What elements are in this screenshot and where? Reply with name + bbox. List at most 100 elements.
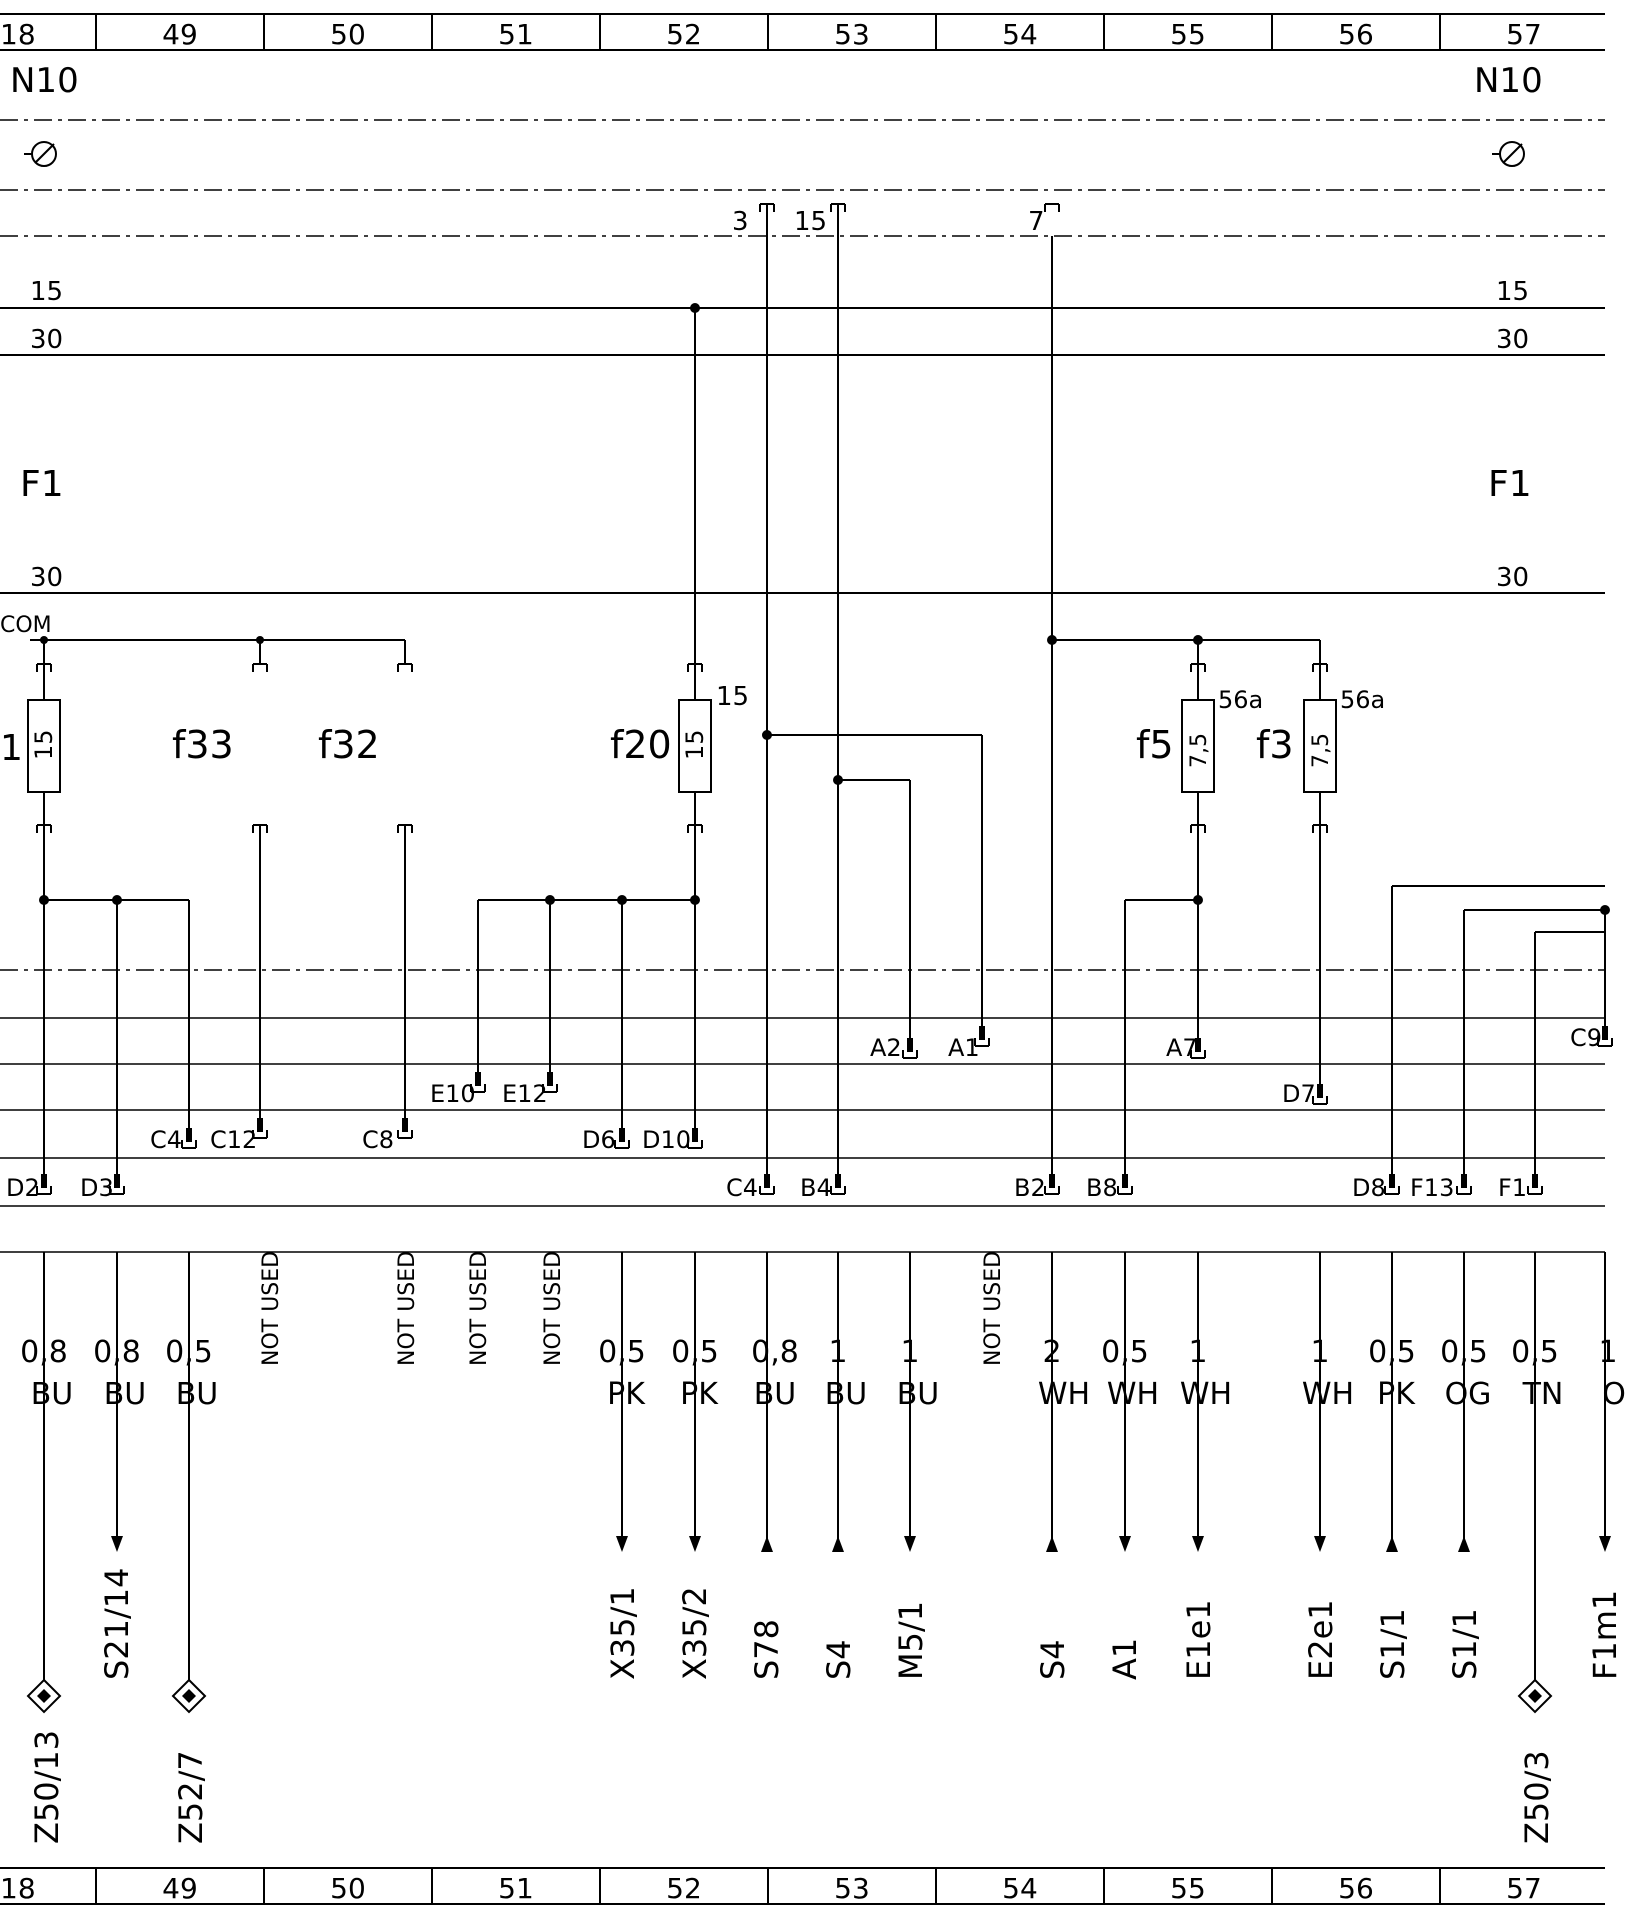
not-used-labels: NOT USED NOT USED NOT USED NOT USED NOT …	[259, 1251, 1006, 1366]
connector-label: B8	[1086, 1174, 1118, 1202]
connector-label: D10	[642, 1126, 691, 1154]
column-label: 53	[834, 18, 870, 51]
rail-label: F1	[1488, 464, 1532, 505]
column-label: 49	[162, 18, 198, 51]
destination-label: S4	[820, 1639, 858, 1680]
column-label: 56	[1338, 18, 1374, 51]
connector-label: C12	[210, 1126, 257, 1154]
destination-label: Z50/13	[28, 1730, 66, 1844]
connector-label: A2	[870, 1034, 902, 1062]
module-label: N10	[1474, 61, 1543, 101]
fuse-tag: 56a	[1340, 686, 1385, 714]
wire-size: 2	[1042, 1335, 1061, 1370]
wire-size: 1	[1188, 1335, 1207, 1370]
fuse-name: f3	[1256, 723, 1294, 767]
column-label: 56	[1338, 1872, 1374, 1905]
wire-color: BU	[754, 1377, 797, 1412]
destination-labels: Z50/13 S21/14 Z52/7 X35/1 X35/2 S78 S4 M…	[28, 1567, 1624, 1844]
wire-size: 0,5	[1440, 1335, 1488, 1370]
destination-label: S78	[748, 1619, 786, 1680]
wire-color: BU	[897, 1377, 940, 1412]
wire-color: WH	[1302, 1377, 1354, 1412]
wire-color: OG	[1445, 1377, 1492, 1412]
wire-color: BU	[176, 1377, 219, 1412]
connector-bus-lines	[0, 1017, 1605, 1253]
not-used-label: NOT USED	[259, 1251, 284, 1366]
connector-label: B2	[1014, 1174, 1046, 1202]
connector-label: D2	[6, 1174, 40, 1202]
wire-size: 1	[828, 1335, 847, 1370]
destination-label: M5/1	[892, 1601, 930, 1680]
destination-label: F1m1	[1586, 1590, 1624, 1680]
wire-color: O	[1602, 1377, 1626, 1412]
column-label: 18	[0, 18, 36, 51]
destination-label: S21/14	[98, 1567, 136, 1680]
column-label: 53	[834, 1872, 870, 1905]
ground-splice-icon	[172, 1679, 206, 1713]
destination-label: S4	[1034, 1639, 1072, 1680]
connector-label: A7	[1166, 1034, 1198, 1062]
ground-icon	[23, 141, 57, 167]
rail-label: 30	[30, 563, 63, 593]
wire-color: PK	[1377, 1377, 1416, 1412]
column-label: 52	[666, 18, 702, 51]
destination-label: A1	[1106, 1638, 1144, 1680]
wire-color: WH	[1107, 1377, 1159, 1412]
com-label: COM	[0, 613, 52, 638]
connector-label: B4	[800, 1174, 832, 1202]
connector-label: D7	[1282, 1080, 1316, 1108]
connector-label: F13	[1410, 1174, 1454, 1202]
wire-size: 0,8	[20, 1335, 68, 1370]
supply-rails: 15 15 30 30 F1 F1 30 30 COM	[0, 277, 1605, 638]
wire-size: 0,8	[93, 1335, 141, 1370]
rail-label: F1	[20, 464, 64, 505]
wire-color: BU	[31, 1377, 74, 1412]
column-label: 49	[162, 1872, 198, 1905]
pin-label: 3	[732, 207, 749, 237]
wire-size: 0,5	[1511, 1335, 1559, 1370]
fuse-name: f33	[172, 723, 234, 767]
column-label: 51	[498, 1872, 534, 1905]
connector-label: E12	[502, 1080, 548, 1108]
fuse-name: f5	[1136, 723, 1174, 767]
fuse-rating: 15	[30, 729, 58, 760]
connector-label: C8	[362, 1126, 394, 1154]
rail-label: 30	[1496, 325, 1529, 355]
fuse-name: f32	[318, 723, 380, 767]
not-used-label: NOT USED	[395, 1251, 420, 1366]
pin-label: 7	[1028, 207, 1045, 237]
outgoing-wires	[27, 1252, 1611, 1713]
wire-color: BU	[825, 1377, 868, 1412]
connector-pins: A2 A1 A7 C9 E10 E12 D7 C4 C12 C8 D6 D10 …	[6, 1024, 1613, 1202]
column-header: 18 49 50 51 52 53 54 55 56 57	[0, 13, 1605, 51]
fuse-rating: 7,5	[1187, 733, 1212, 768]
wire-color: PK	[607, 1377, 646, 1412]
wire-size: 1	[1310, 1335, 1329, 1370]
module-label: N10	[10, 61, 79, 101]
wire-color: WH	[1038, 1377, 1090, 1412]
ground-splice-icon	[27, 1679, 61, 1713]
fuse-rating: 15	[681, 729, 709, 760]
module-boundary: N10 N10	[0, 61, 1605, 971]
rail-label: 30	[30, 325, 63, 355]
fuse-tag: 15	[716, 682, 749, 712]
not-used-label: NOT USED	[541, 1251, 566, 1366]
destination-label: E1e1	[1180, 1599, 1218, 1680]
column-label: 54	[1002, 18, 1038, 51]
fuse-rating: 7,5	[1309, 733, 1334, 768]
top-pins: 3 15 7	[732, 203, 1060, 1180]
wire-color: TN	[1522, 1377, 1564, 1412]
destination-label: X35/2	[676, 1586, 714, 1680]
destination-label: S1/1	[1446, 1608, 1484, 1680]
destination-label: Z50/3	[1518, 1750, 1556, 1844]
wire-size: 0,5	[1101, 1335, 1149, 1370]
wire-size: 1	[1598, 1335, 1617, 1370]
connector-label: E10	[430, 1080, 476, 1108]
column-footer: 18 49 50 51 52 53 54 55 56 57	[0, 1867, 1605, 1905]
connector-label: A1	[948, 1034, 980, 1062]
destination-label: X35/1	[604, 1586, 642, 1680]
column-label: 57	[1506, 18, 1542, 51]
destination-label: S1/1	[1374, 1608, 1412, 1680]
ground-icon	[1491, 141, 1525, 167]
column-label: 54	[1002, 1872, 1038, 1905]
